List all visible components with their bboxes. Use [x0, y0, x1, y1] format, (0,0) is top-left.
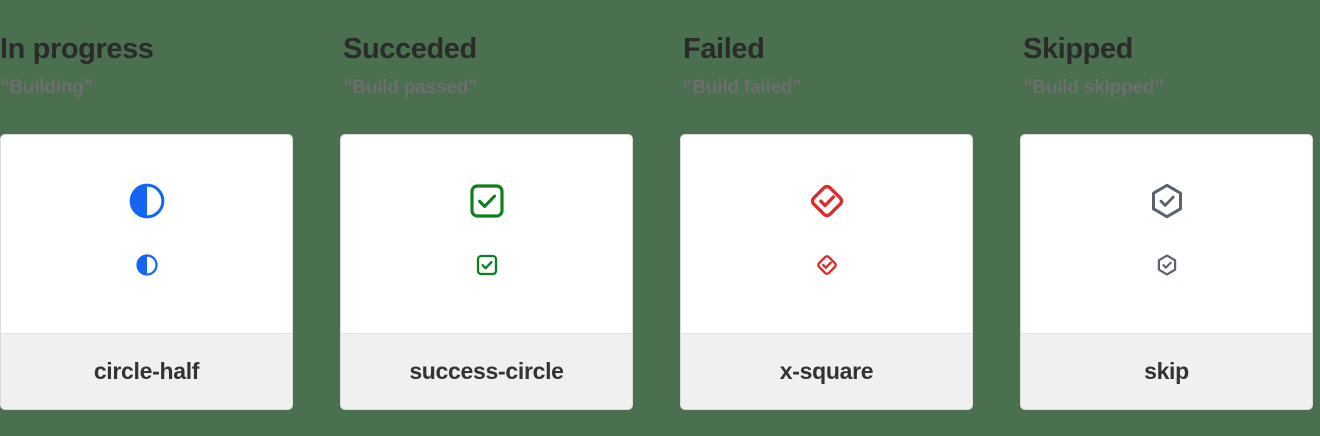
- skip-icon: [1147, 181, 1187, 221]
- success-circle-icon-small: [475, 253, 499, 277]
- skip-icon-small: [1155, 253, 1179, 277]
- status-column-skipped: Skipped “Build skipped”: [1020, 0, 1320, 436]
- column-subtitle: “Build skipped”: [1023, 77, 1164, 99]
- icon-name-label: x-square: [779, 358, 874, 384]
- icon-card-footer: circle-half: [1, 333, 292, 409]
- x-square-icon: [807, 181, 847, 221]
- column-header-succeded: Succeded “Build passed”: [340, 0, 680, 134]
- icon-card-x-square[interactable]: x-square: [680, 134, 973, 410]
- column-title: Failed: [683, 33, 765, 65]
- column-header-failed: Failed “Build failed”: [680, 0, 1020, 134]
- column-title: Succeded: [343, 33, 477, 65]
- circle-half-icon: [127, 181, 167, 221]
- icon-name-label: circle-half: [93, 358, 200, 384]
- column-header-skipped: Skipped “Build skipped”: [1020, 0, 1320, 134]
- icon-name-label: skip: [1144, 358, 1189, 384]
- icon-card-skip[interactable]: skip: [1020, 134, 1313, 410]
- x-square-icon-small: [815, 253, 839, 277]
- status-column-in-progress: In progress “Building”: [0, 0, 340, 436]
- column-subtitle: “Building”: [0, 77, 93, 99]
- success-circle-icon: [467, 181, 507, 221]
- column-header-in-progress: In progress “Building”: [0, 0, 340, 134]
- icon-card-success-circle[interactable]: success-circle: [340, 134, 633, 410]
- icon-card-preview: [1021, 135, 1312, 333]
- status-column-failed: Failed “Build failed”: [680, 0, 1020, 436]
- icon-card-preview: [681, 135, 972, 333]
- column-subtitle: “Build passed”: [343, 77, 478, 99]
- column-subtitle: “Build failed”: [683, 77, 802, 99]
- icon-name-label: success-circle: [409, 358, 564, 384]
- column-title: In progress: [0, 33, 154, 65]
- column-title: Skipped: [1023, 33, 1133, 65]
- icon-card-circle-half[interactable]: circle-half: [0, 134, 293, 410]
- status-column-succeded: Succeded “Build passed”: [340, 0, 680, 436]
- icon-card-preview: [1, 135, 292, 333]
- icon-card-footer: success-circle: [341, 333, 632, 409]
- icon-card-footer: x-square: [681, 333, 972, 409]
- icon-card-footer: skip: [1021, 333, 1312, 409]
- circle-half-icon-small: [135, 253, 159, 277]
- icon-card-preview: [341, 135, 632, 333]
